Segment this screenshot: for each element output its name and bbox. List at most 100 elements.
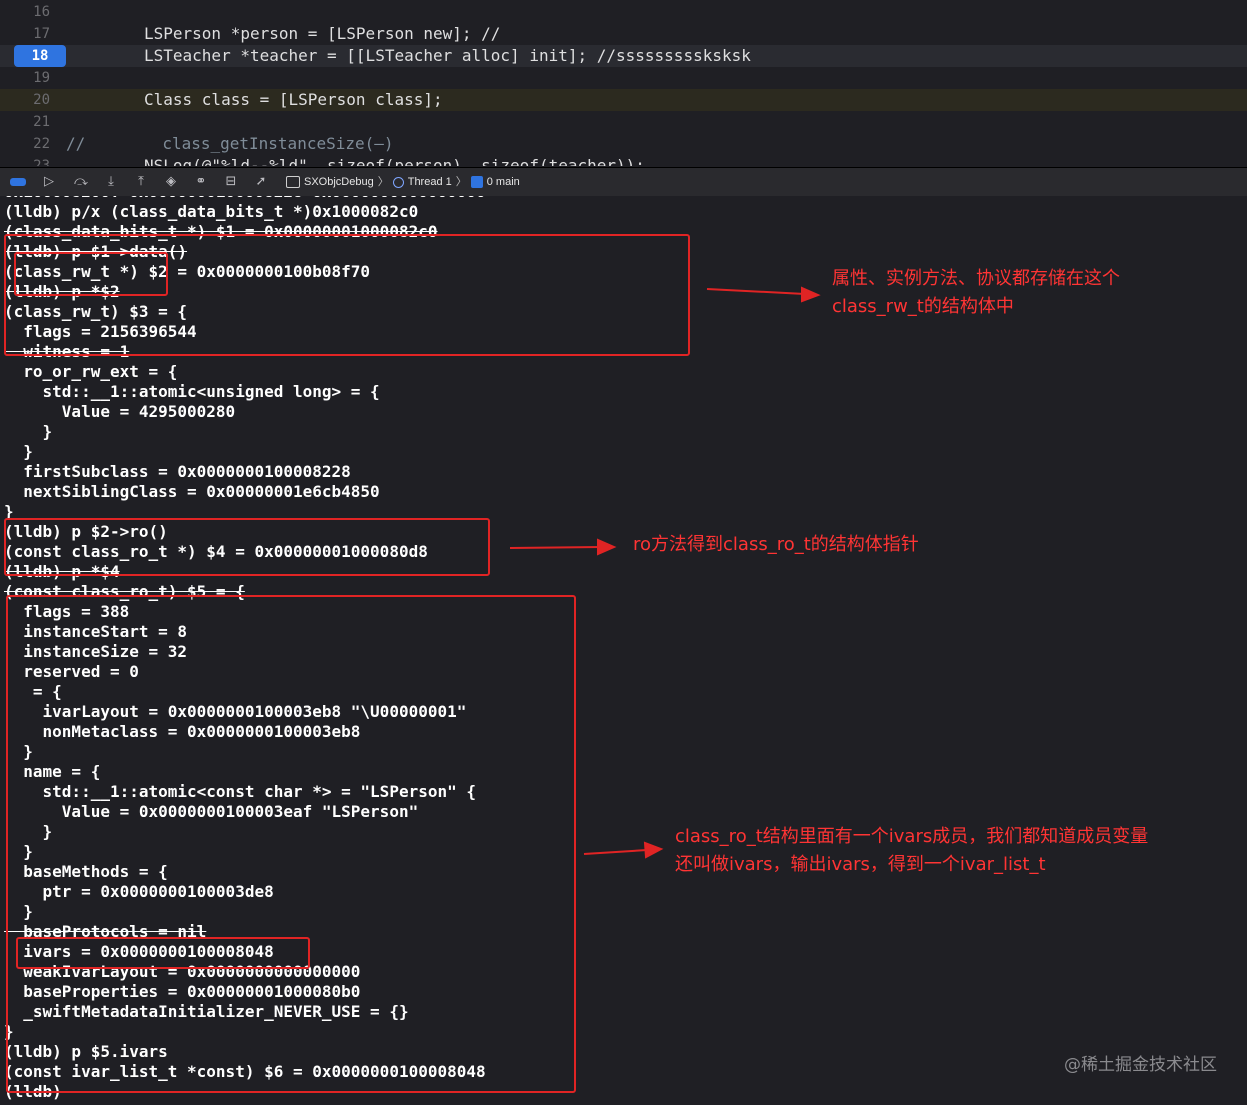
- annotation-line: 还叫做ivars，输出ivars，得到一个ivar_list_t: [675, 854, 1046, 875]
- arrow-line: [706, 288, 806, 295]
- editor-line: 23 NSLog(@"%ld--%ld", sizeof(person), si…: [0, 155, 1247, 166]
- console-line: (const ivar_list_t *const) $6 = 0x000000…: [4, 1062, 486, 1081]
- console-line: }: [4, 902, 33, 921]
- memory-graph-icon[interactable]: ⚭: [195, 174, 207, 189]
- editor-line: 16: [0, 1, 1247, 23]
- arrow-line: [509, 546, 602, 549]
- line-number: 19: [33, 70, 50, 86]
- environment-overrides-icon[interactable]: ⊟: [225, 174, 237, 189]
- annotation-line: ro方法得到class_ro_t的结构体指针: [633, 534, 919, 555]
- editor-line: 21: [0, 111, 1247, 133]
- highlight-box-class-rw: [4, 234, 690, 356]
- breadcrumb-frame[interactable]: 0 main: [486, 176, 520, 188]
- console-line: (class_rw_t *) $2 = 0x0000000100b08f70: [4, 262, 371, 281]
- console-line: std::__1::atomic<const char *> = "LSPers…: [4, 782, 477, 801]
- breadcrumb-scheme[interactable]: SXObjcDebug: [304, 176, 374, 188]
- debug-console[interactable]: 0x100008200: 0x0000000100008228 0x000000…: [0, 196, 1247, 1105]
- line-number: 23: [33, 158, 50, 166]
- simulate-location-icon[interactable]: ➚: [255, 174, 267, 189]
- breakpoints-toggle-icon[interactable]: [10, 178, 26, 186]
- console-line: (const class_ro_t *) $4 = 0x000000010000…: [4, 542, 428, 561]
- console-line: Value = 4295000280: [4, 402, 236, 421]
- console-line: flags = 2156396544: [4, 322, 197, 341]
- annotation-line: class_rw_t的结构体中: [832, 296, 1014, 317]
- console-line: Value = 0x0000000100003eaf "LSPerson": [4, 802, 419, 821]
- editor-line: 19: [0, 67, 1247, 89]
- line-number: 20: [33, 92, 50, 108]
- breadcrumb: SXObjcDebug〉Thread 1〉0 main: [286, 174, 520, 190]
- editor-line: 17 LSPerson *person = [LSPerson new]; //: [0, 23, 1247, 45]
- console-line: }: [4, 422, 53, 441]
- console-line: nonMetaclass = 0x0000000100003eb8: [4, 722, 361, 741]
- console-line: name = {: [4, 762, 101, 781]
- annotation-line: 属性、实例方法、协议都存储在这个: [832, 268, 1120, 289]
- editor-line-highlighted: 20 Class class = [LSPerson class];: [0, 89, 1247, 111]
- annotation-note-ivars: class_ro_t结构里面有一个ivars成员，我们都知道成员变量 还叫做iv…: [675, 823, 1148, 879]
- console-line: baseMethods = {: [4, 862, 168, 881]
- editor-line: 22 // class_getInstanceSize(—): [0, 133, 1247, 155]
- line-number: 17: [33, 26, 50, 42]
- console-command: (lldb) p $1->data(): [4, 242, 188, 261]
- highlight-box-ivars: [16, 937, 310, 969]
- console-command: (lldb) p $5.ivars: [4, 1042, 168, 1061]
- highlight-box-rw-type: [14, 252, 168, 296]
- line-number-breakpoint[interactable]: 18: [14, 45, 66, 67]
- console-line: }: [4, 822, 53, 841]
- chevron-right-icon: 〉: [377, 176, 389, 188]
- continue-icon[interactable]: ▷: [44, 174, 54, 189]
- console-line: }: [4, 742, 33, 761]
- console-line: witness = 1: [4, 342, 130, 361]
- arrow-head: [643, 841, 664, 859]
- console-line: (class_rw_t) $3 = {: [4, 302, 188, 321]
- console-line: ro_or_rw_ext = {: [4, 362, 178, 381]
- code-text[interactable]: LSPerson *person = [LSPerson new]; //: [144, 24, 501, 43]
- annotation-note-rw: 属性、实例方法、协议都存储在这个 class_rw_t的结构体中: [832, 265, 1120, 321]
- console-line: firstSubclass = 0x0000000100008228: [4, 462, 351, 481]
- console-line: _swiftMetadataInitializer_NEVER_USE = {}: [4, 1002, 409, 1021]
- code-text[interactable]: LSTeacher *teacher = [[LSTeacher alloc] …: [144, 46, 751, 65]
- step-into-icon[interactable]: ⤓: [108, 174, 114, 189]
- console-line: baseProtocols = nil: [4, 922, 207, 941]
- console-line: = {: [4, 682, 62, 701]
- code-text[interactable]: Class class = [LSPerson class];: [144, 90, 443, 109]
- editor-line-current: 18 LSTeacher *teacher = [[LSTeacher allo…: [0, 45, 1247, 67]
- console-line: baseProperties = 0x00000001000080b0: [4, 982, 361, 1001]
- scheme-icon: [286, 176, 300, 189]
- annotation-line: class_ro_t结构里面有一个ivars成员，我们都知道成员变量: [675, 826, 1149, 847]
- frame-icon: [470, 176, 483, 189]
- highlight-box-ro: [4, 518, 490, 576]
- console-line: instanceStart = 8: [4, 622, 188, 641]
- highlight-box-class-ro: [6, 595, 576, 1093]
- arrow-head: [597, 538, 617, 556]
- watermark: @稀土掘金技术社区: [1064, 1055, 1217, 1075]
- step-out-icon[interactable]: ⤒: [138, 174, 144, 189]
- chevron-right-icon: 〉: [455, 176, 467, 188]
- code-comment[interactable]: // class_getInstanceSize(—): [66, 134, 394, 153]
- console-line: (class_data_bits_t *) $1 = 0x00000001000…: [4, 222, 438, 241]
- code-text[interactable]: NSLog(@"%ld--%ld", sizeof(person), sizeo…: [144, 156, 645, 166]
- line-number: 21: [33, 114, 50, 130]
- view-hierarchy-icon[interactable]: ◈: [166, 174, 176, 189]
- console-line: ptr = 0x0000000100003de8: [4, 882, 274, 901]
- console-command: (lldb) p *$2: [4, 282, 120, 301]
- console-line: weakIvarLayout = 0x0000000000000000: [4, 962, 361, 981]
- annotation-note-ro: ro方法得到class_ro_t的结构体指针: [633, 531, 919, 559]
- thread-icon: [392, 176, 404, 188]
- console-line: 0x100008200: 0x0000000100008228 0x000000…: [4, 196, 486, 202]
- console-line: instanceSize = 32: [4, 642, 188, 661]
- console-line: nextSiblingClass = 0x00000001e6cb4850: [4, 482, 380, 501]
- breadcrumb-thread[interactable]: Thread 1: [407, 176, 452, 188]
- step-over-icon[interactable]: ⤼: [74, 174, 88, 189]
- console-line: }: [4, 442, 33, 461]
- console-line: ivarLayout = 0x0000000100003eb8 "\U00000…: [4, 702, 467, 721]
- console-line: reserved = 0: [4, 662, 139, 681]
- console-line: ivars = 0x0000000100008048: [4, 942, 274, 961]
- console-line: }: [4, 842, 33, 861]
- arrow-head: [801, 286, 821, 303]
- code-editor[interactable]: 16 17 LSPerson *person = [LSPerson new];…: [0, 0, 1247, 166]
- console-line: }: [4, 502, 14, 521]
- console-command: (lldb) p/x (class_data_bits_t *)0x100008…: [4, 202, 419, 221]
- console-line: std::__1::atomic<unsigned long> = {: [4, 382, 380, 401]
- console-line: flags = 388: [4, 602, 130, 621]
